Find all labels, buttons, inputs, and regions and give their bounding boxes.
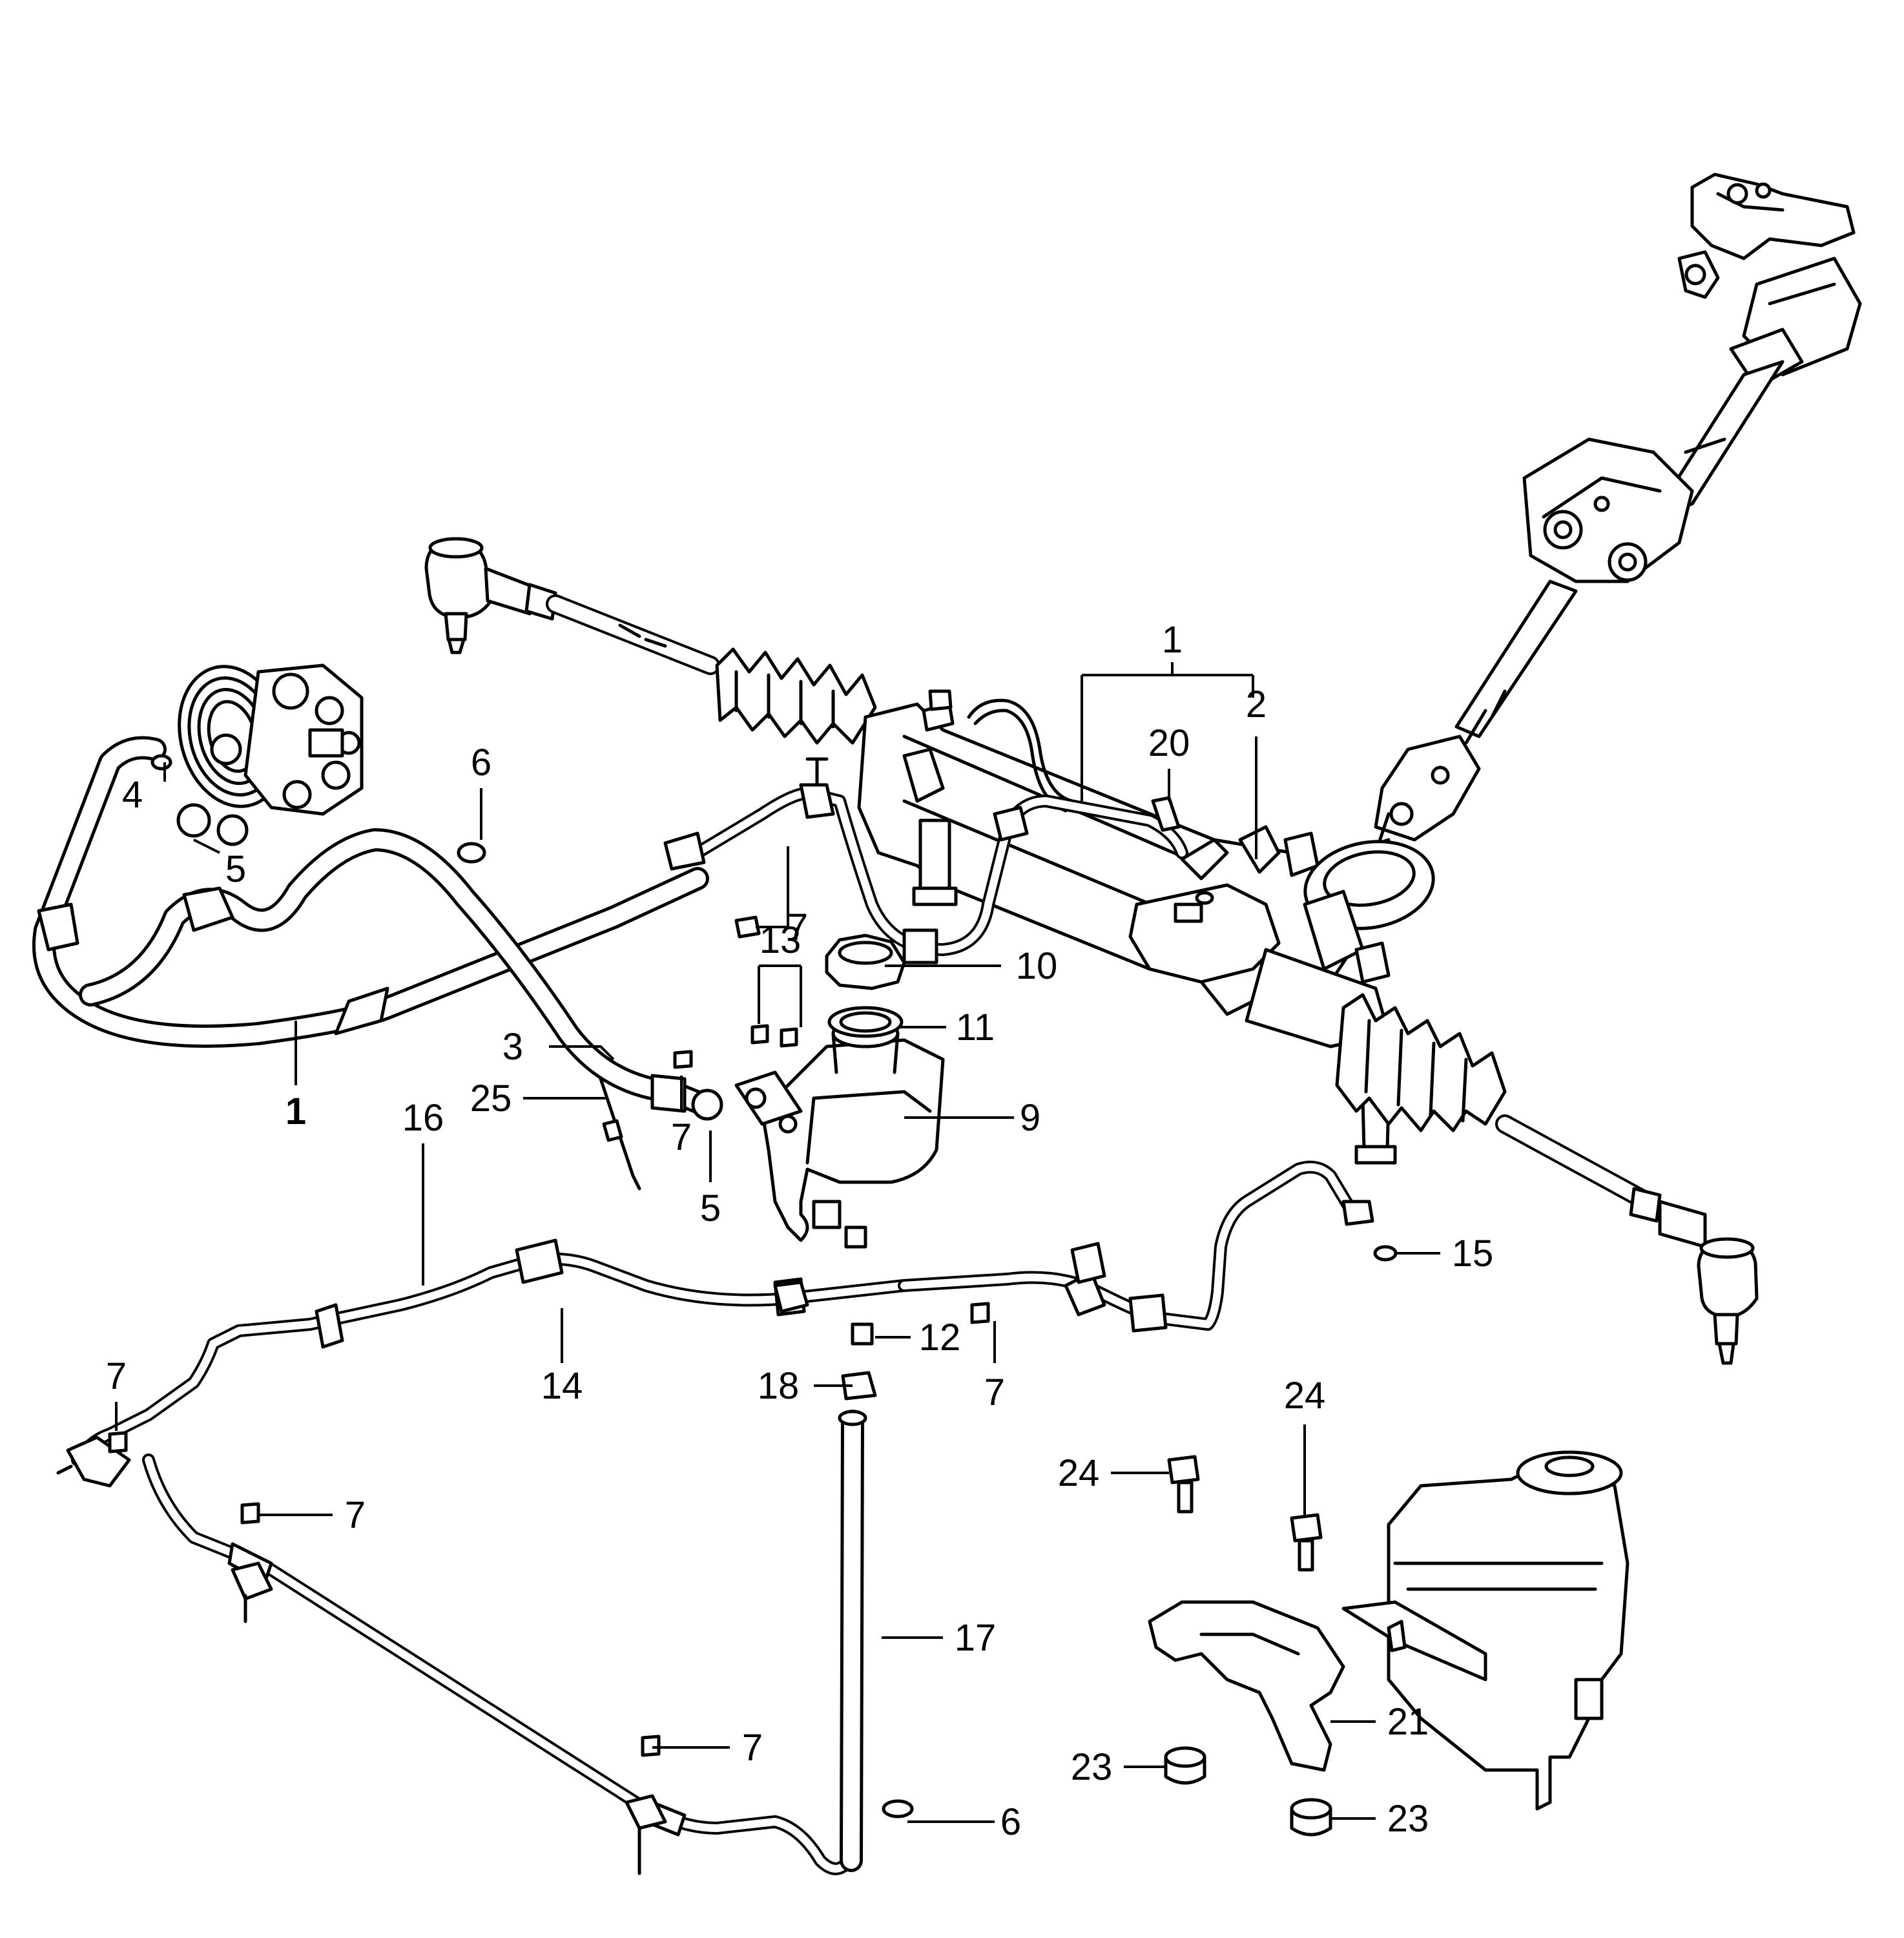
callout-20: 20	[1148, 722, 1190, 764]
bolt-24-left	[1167, 1455, 1200, 1514]
callout-6-top: 6	[471, 742, 492, 784]
callout-9: 9	[1020, 1097, 1040, 1139]
callout-7-b: 7	[106, 1355, 127, 1397]
pipe-bracket-mid	[231, 1561, 273, 1623]
callout-13: 13	[760, 919, 802, 961]
callout-5-mid: 5	[700, 1187, 721, 1229]
callout-21: 21	[1387, 1701, 1429, 1743]
callout-6-bottom: 6	[1000, 1801, 1021, 1843]
small-hardware	[108, 754, 1398, 1818]
steering-column	[1354, 172, 1862, 887]
callout-8: 7	[787, 906, 808, 948]
callout-11: 11	[956, 1006, 995, 1048]
callout-7-a: 7	[671, 1116, 692, 1158]
callout-16: 16	[402, 1097, 444, 1139]
grommet-23-right	[1290, 1798, 1332, 1837]
bolt-24-right	[1290, 1513, 1323, 1572]
connector-12	[851, 1322, 874, 1346]
callout-1-top: 1	[1162, 619, 1183, 661]
reservoir-assembly-view	[1341, 1450, 1630, 1811]
callout-18: 18	[758, 1365, 800, 1407]
hose-clamp-18	[841, 1371, 877, 1401]
callout-15: 15	[1452, 1233, 1494, 1275]
callout-labels: 1 1 2 3 4 5 5 6 6 7 7 7 7 7 7 9 10 11 12…	[106, 619, 1493, 1843]
callout-3: 3	[502, 1026, 523, 1068]
return-hose-3	[79, 828, 716, 1116]
reservoir-strainer-11	[827, 1006, 904, 1038]
leader-lines	[115, 662, 1440, 1823]
callout-12: 12	[919, 1317, 961, 1359]
pressure-hose-1	[32, 736, 709, 1048]
reservoir-cap-10	[825, 933, 906, 990]
grommet-23-left	[1164, 1746, 1206, 1785]
callout-4: 4	[122, 774, 143, 816]
callout-7-c: 7	[345, 1494, 366, 1536]
reservoir-bracket-21	[1148, 1600, 1345, 1772]
cooler-pipe-lower	[142, 1415, 859, 1875]
callout-25: 25	[470, 1078, 512, 1120]
callout-24-a: 24	[1058, 1452, 1100, 1494]
pressure-pipe-upper	[663, 757, 1188, 964]
callout-7-e: 7	[984, 1371, 1005, 1413]
reservoir-9	[734, 1019, 945, 1249]
callout-10: 10	[1016, 945, 1058, 987]
power-steering-pump	[178, 663, 364, 816]
callout-5-top: 5	[225, 848, 246, 890]
callout-24-b: 24	[1284, 1375, 1326, 1417]
hose-17	[838, 1410, 867, 1872]
callout-23-a: 23	[1071, 1746, 1113, 1788]
steering-rack-assembly	[424, 537, 1759, 1365]
callout-1-bottom: 1	[285, 1090, 306, 1132]
pipe-bracket-lower	[625, 1794, 667, 1875]
return-pipe-15	[898, 1160, 1374, 1333]
callout-7-d: 7	[742, 1727, 763, 1769]
pipe-bracket-right	[1070, 1242, 1106, 1284]
callout-2: 2	[1246, 683, 1267, 725]
callout-17: 17	[955, 1617, 997, 1659]
callout-14: 14	[541, 1365, 583, 1407]
pressure-pipe-16	[71, 1238, 911, 1466]
callout-23-b: 23	[1387, 1798, 1429, 1840]
pipe-bracket-center	[773, 1280, 809, 1313]
